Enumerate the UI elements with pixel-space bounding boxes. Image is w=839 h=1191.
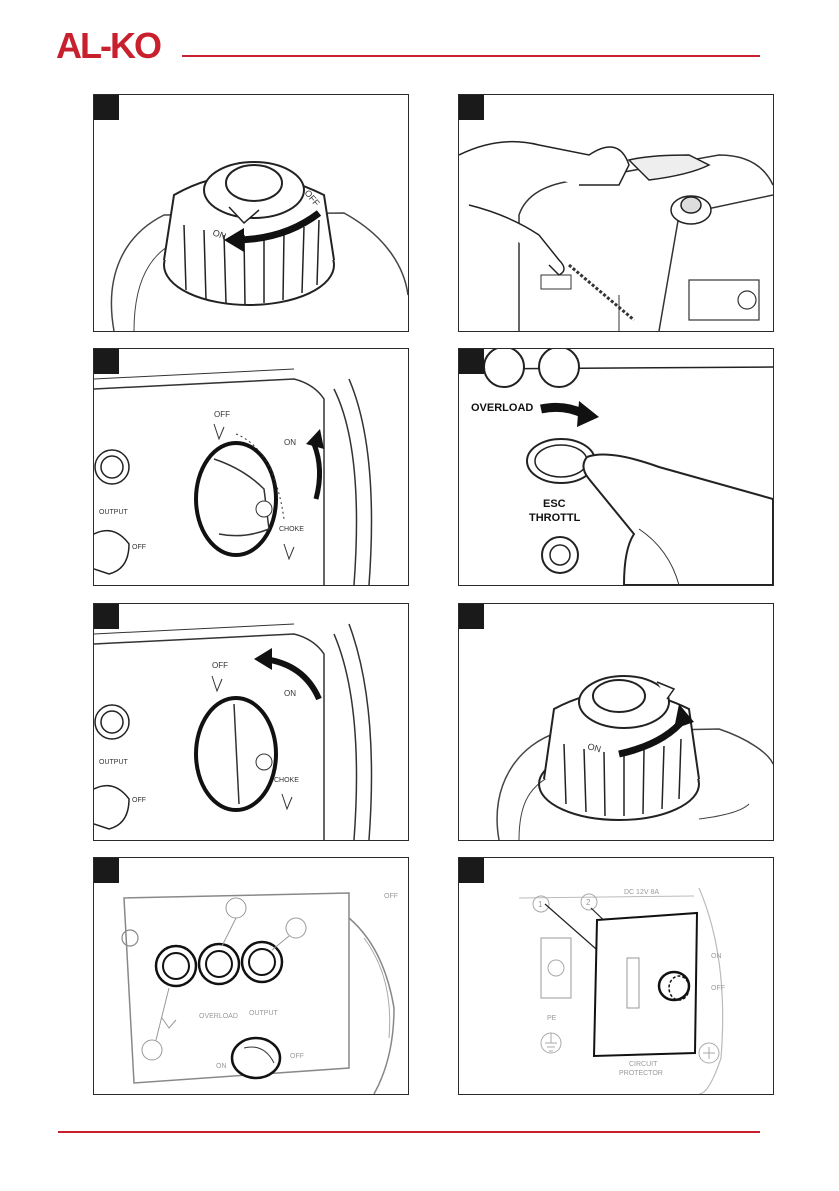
step-number-tab (94, 95, 119, 120)
dc-output-illustration: DC 12V 8A 1 2 PE ON OFF CIRCUIT PROTECTO… (518, 887, 725, 1094)
label-off-top: OFF (384, 893, 398, 900)
panel-choke-open: OUTPUT OFF OFF ON CHOKE (93, 603, 409, 841)
label-on: ON (211, 227, 227, 241)
label-throttl: THROTTL (529, 512, 581, 524)
panel-indicator-lamps: OFF OVERLOAD OUTPUT ON OFF (93, 857, 409, 1095)
label-choke: CHOKE (279, 526, 304, 533)
al-ko-logo: AL-KO (56, 25, 163, 64)
fuel-cap-open-illustration: OFF ON (110, 161, 408, 331)
panel-pull-starter (458, 94, 774, 332)
panel-fuel-cap-close: ON (458, 603, 774, 841)
pull-starter-illustration (459, 140, 773, 331)
label-overload: OVERLOAD (199, 1013, 238, 1020)
indicator-lamps-illustration: OFF OVERLOAD OUTPUT ON OFF (121, 892, 398, 1094)
step-number-tab (94, 349, 119, 374)
choke-open-illustration: OUTPUT OFF OFF ON CHOKE (94, 623, 373, 840)
label-esc: ESC (543, 498, 566, 510)
label-output: OUTPUT (99, 759, 129, 766)
label-on: ON (216, 1063, 227, 1070)
panel-choke-close: OUTPUT OFF OFF ON CHOKE (93, 348, 409, 586)
step-number-tab (459, 858, 484, 883)
fuel-cap-close-illustration: ON (496, 675, 773, 840)
label-output: OUTPUT (99, 509, 129, 516)
panel-fuel-cap-open: OFF ON (93, 94, 409, 332)
footer-rule (58, 1131, 760, 1133)
label-on: ON (284, 689, 296, 698)
label-protector: PROTECTOR (619, 1070, 663, 1077)
label-off-switch: OFF (132, 544, 146, 551)
label-off: OFF (214, 410, 230, 419)
label-choke: CHOKE (274, 777, 299, 784)
step-number-tab (459, 95, 484, 120)
step-number-tab (459, 349, 484, 374)
panel-dc-output: DC 12V 8A 1 2 PE ON OFF CIRCUIT PROTECTO… (458, 857, 774, 1095)
label-off: OFF (711, 985, 725, 992)
esc-throttle-illustration: OVERLOAD ESC THROTTL (459, 349, 773, 585)
step-number-tab (94, 604, 119, 629)
label-number-1: 1 (538, 900, 543, 909)
label-on: ON (711, 953, 722, 960)
label-on: ON (586, 741, 602, 754)
header-rule (182, 55, 760, 57)
panel-esc-throttle: OVERLOAD ESC THROTTL (458, 348, 774, 586)
step-number-tab (459, 604, 484, 629)
label-overload: OVERLOAD (471, 402, 533, 414)
choke-close-illustration: OUTPUT OFF OFF ON CHOKE (94, 368, 373, 585)
step-number-tab (94, 858, 119, 883)
label-off-switch: OFF (132, 797, 146, 804)
label-dc-12v-8a: DC 12V 8A (624, 889, 659, 896)
label-on: ON (284, 438, 296, 447)
label-circuit: CIRCUIT (629, 1061, 658, 1068)
svg-text:AL-KO: AL-KO (56, 25, 161, 64)
label-number-2: 2 (586, 898, 591, 907)
label-off: OFF (290, 1053, 304, 1060)
label-off: OFF (212, 661, 228, 670)
label-output: OUTPUT (249, 1010, 279, 1017)
label-pe: PE (547, 1015, 557, 1022)
